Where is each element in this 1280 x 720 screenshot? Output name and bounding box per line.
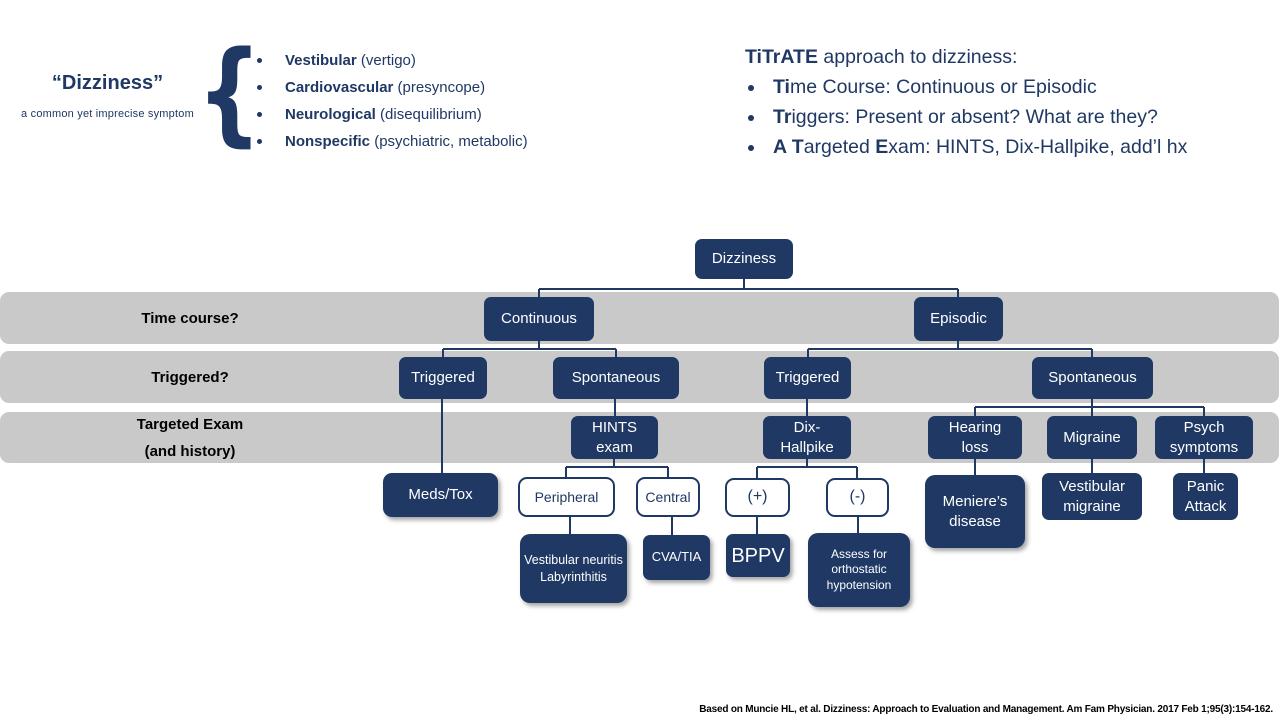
titrate-rest-2: xam: HINTS, Dix-Hallpike, add’l hx	[888, 136, 1188, 158]
node-cva-tia: CVA/TIA	[643, 535, 710, 580]
node-central: Central	[636, 477, 700, 517]
node-dix-negative: (-)	[826, 478, 889, 517]
category-term: Vestibular	[285, 52, 357, 69]
titrate-item-time-course: Time Course: Continuous or Episodic	[745, 72, 1265, 102]
titrate-bold-2: E	[875, 136, 889, 158]
band-label-targeted-exam: Targeted Exam (and history)	[136, 415, 244, 460]
category-detail: (disequilibrium)	[375, 106, 482, 123]
node-panic-attack: Panic Attack	[1173, 473, 1238, 520]
node-hints-exam: HINTS exam	[571, 416, 658, 459]
titrate-title: TiTrATE approach to dizziness:	[745, 42, 1265, 72]
band-time-course	[0, 292, 1279, 344]
dizziness-term-subtitle: a common yet imprecise symptom	[21, 108, 194, 120]
node-dix-positive: (+)	[725, 478, 790, 517]
band-label-triggered: Triggered?	[151, 368, 229, 386]
titrate-bold-1: Ti	[773, 76, 790, 98]
node-episodic-spontaneous: Spontaneous	[1032, 357, 1153, 399]
band-label-time-course: Time course?	[141, 309, 239, 327]
node-vestibular-migraine: Vestibular migraine	[1042, 473, 1142, 520]
node-dizziness: Dizziness	[695, 239, 793, 279]
category-term: Cardiovascular	[285, 79, 394, 96]
category-detail: (vertigo)	[356, 52, 416, 69]
category-detail: (psychiatric, metabolic)	[370, 133, 528, 150]
node-menieres-disease: Meniere’s disease	[925, 475, 1025, 548]
node-peripheral: Peripheral	[518, 477, 615, 517]
dizziness-term-title: “Dizziness”	[51, 72, 164, 94]
category-term: Neurological	[285, 106, 376, 123]
titrate-acronym: TiTrATE	[745, 46, 818, 68]
node-assess-orthostatic: Assess for orthostatic hypotension	[808, 533, 910, 607]
category-item-vestibular: Vestibular (vertigo)	[255, 47, 528, 74]
titrate-title-rest: approach to dizziness:	[817, 46, 1018, 68]
category-item-neurological: Neurological (disequilibrium)	[255, 101, 528, 128]
titrate-rest-1: argeted	[803, 136, 876, 158]
node-continuous: Continuous	[484, 297, 594, 341]
titrate-item-targeted-exam: A Targeted Exam: HINTS, Dix-Hallpike, ad…	[745, 132, 1265, 162]
category-item-cardiovascular: Cardiovascular (presyncope)	[255, 74, 528, 101]
node-continuous-triggered: Triggered	[399, 357, 487, 399]
titrate-rest-1: me Course: Continuous or Episodic	[789, 76, 1097, 98]
node-bppv: BPPV	[726, 534, 790, 577]
titrate-block: TiTrATE approach to dizziness: Time Cour…	[745, 42, 1265, 162]
category-detail: (presyncope)	[393, 79, 486, 96]
node-psych-symptoms: Psych symptoms	[1155, 416, 1253, 459]
node-meds-tox: Meds/Tox	[383, 473, 498, 517]
titrate-bold-1: Tr	[773, 106, 792, 128]
titrate-item-triggers: Triggers: Present or absent? What are th…	[745, 102, 1265, 132]
brace-glyph: {	[196, 28, 263, 158]
category-item-nonspecific: Nonspecific (psychiatric, metabolic)	[255, 128, 528, 155]
node-episodic-triggered: Triggered	[764, 357, 851, 399]
node-continuous-spontaneous: Spontaneous	[553, 357, 679, 399]
node-migraine: Migraine	[1047, 416, 1137, 459]
category-term: Nonspecific	[285, 133, 371, 150]
dizziness-category-list: Vestibular (vertigo) Cardiovascular (pre…	[255, 47, 528, 155]
citation-text: Based on Muncie HL, et al. Dizziness: Ap…	[699, 704, 1273, 715]
titrate-bold-1: A T	[773, 136, 804, 158]
node-dix-hallpike: Dix- Hallpike	[763, 416, 851, 459]
titrate-rest-1: iggers: Present or absent? What are they…	[791, 106, 1158, 128]
node-episodic: Episodic	[914, 297, 1003, 341]
node-vestibular-neuritis: Vestibular neuritis Labyrinthitis	[520, 534, 627, 603]
node-hearing-loss: Hearing loss	[928, 416, 1022, 459]
titrate-list: Time Course: Continuous or Episodic Trig…	[745, 72, 1265, 162]
